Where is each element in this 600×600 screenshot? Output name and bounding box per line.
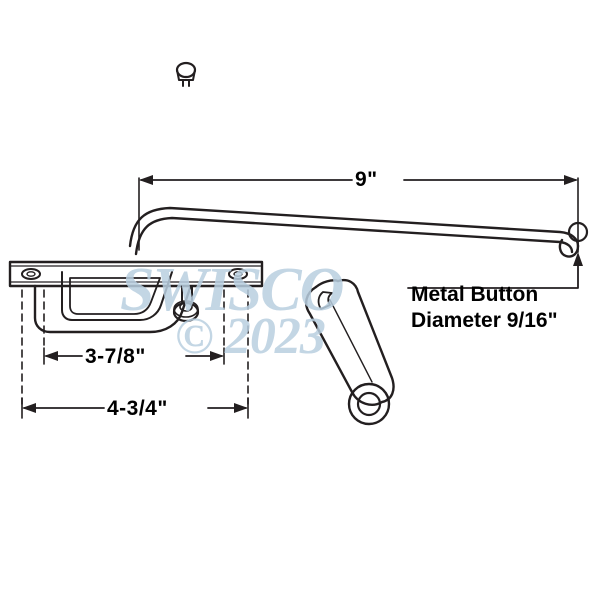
callout-note-line2: Diameter 9/16" [411,309,558,332]
note-leader-line [407,261,579,289]
metal-button-body [176,69,196,81]
arrow-right-9in [564,175,578,185]
mounting-hole-right-inner [233,271,243,277]
callout-note: Metal Button Diameter 9/16" [411,282,558,334]
link-arm-top-slot [317,291,333,310]
dimension-label-overall-length: 9" [355,168,378,191]
arrow-right-4-3-4 [234,403,248,413]
arrow-left-3-7-8 [44,351,58,361]
arrow-right-3-7-8 [210,351,224,361]
arrow-left-4-3-4 [22,403,36,413]
housing-inner-face [61,271,173,321]
spindle-shaft [179,302,193,312]
arm-right-tip [558,238,580,258]
link-arm-eyelet-outer [347,382,391,426]
dimension-label-bracket-overall: 4-3/4" [107,397,168,420]
housing-recess [69,277,161,315]
arm-bottom-edge [134,216,574,256]
link-arm-shade-line [329,299,373,383]
spindle-nut [172,301,200,323]
mounting-hole-right [228,268,248,280]
arrow-left-9in [139,175,153,185]
base-plate [8,260,264,288]
metal-button-head [175,61,197,79]
link-arm-left-edge [304,285,384,406]
dimension-label-hole-spacing: 3-7/8" [85,345,146,368]
housing-outline [33,284,192,334]
link-arm-right-edge [336,278,395,404]
mounting-hole-left [21,268,41,280]
note-leader-arrow [573,252,583,266]
link-arm-top-cap [314,279,340,289]
arm-top-edge [128,206,580,248]
callout-note-line1: Metal Button [411,283,539,306]
link-arm-eyelet-inner [356,391,382,417]
mounting-hole-left-inner [26,271,36,277]
